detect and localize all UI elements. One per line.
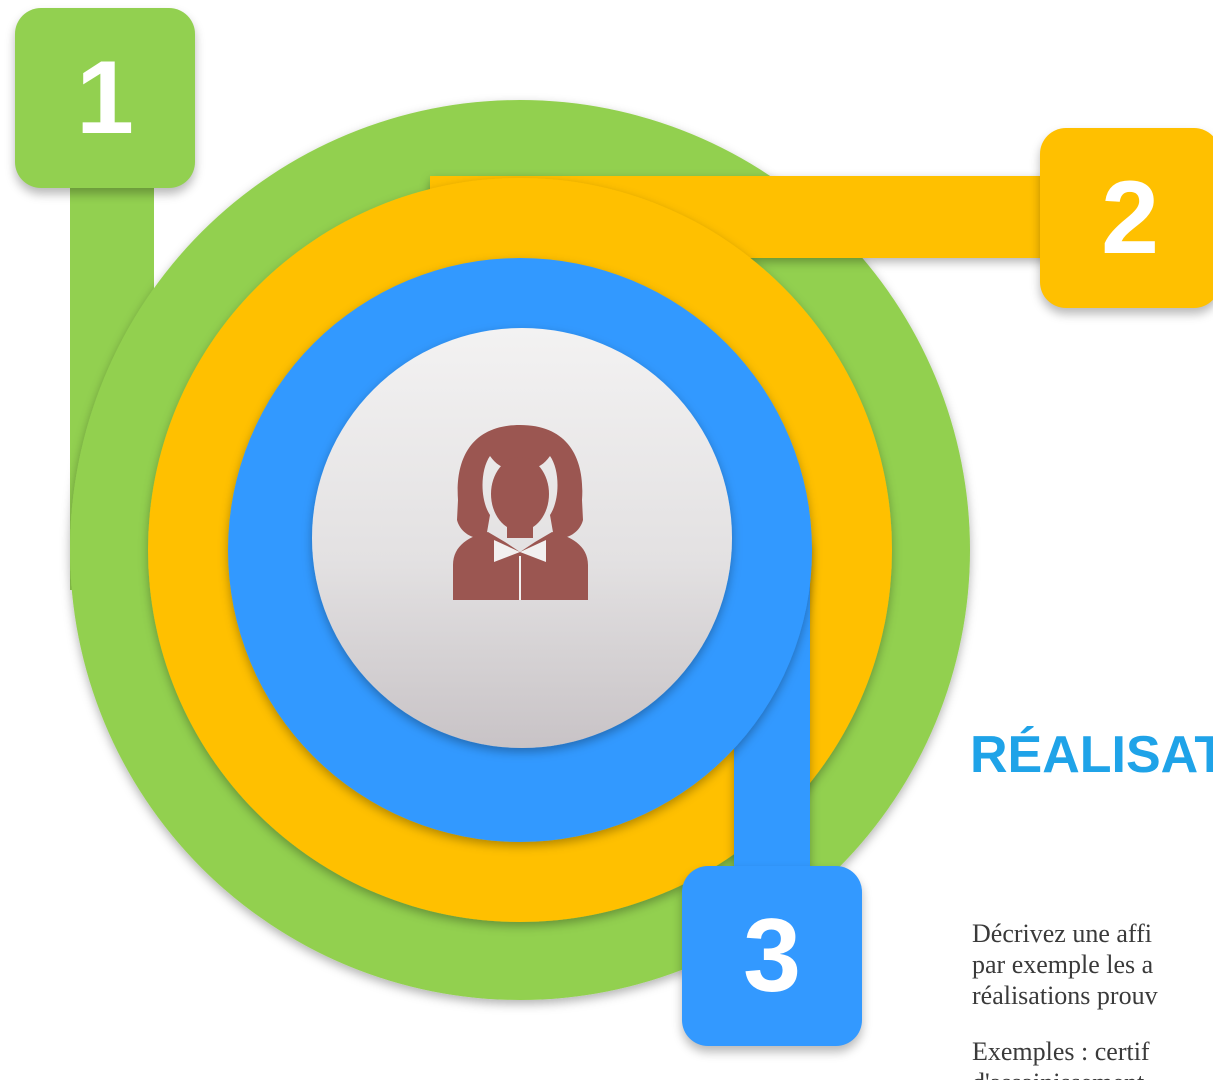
step-2-number: 2: [1101, 160, 1159, 276]
step-3-number: 3: [743, 898, 801, 1014]
step-1-number: 1: [76, 40, 134, 156]
examples-line: Exemples : certif: [972, 1037, 1150, 1066]
description-line: Décrivez une affi: [972, 919, 1152, 948]
description-line: par exemple les a: [972, 950, 1154, 979]
section-heading: RÉALISAT: [970, 726, 1213, 784]
step-2-badge: 2: [1040, 128, 1213, 308]
examples-line: d'assainissement: [972, 1067, 1150, 1080]
step-3-badge: 3: [682, 866, 862, 1046]
description-text: Décrivez une affi par exemple les a réal…: [972, 918, 1158, 1011]
step-1-badge: 1: [15, 8, 195, 188]
woman-avatar-icon: [453, 425, 588, 600]
examples-text: Exemples : certif d'assainissement: [972, 1036, 1150, 1080]
description-line: réalisations prouv: [972, 981, 1158, 1010]
